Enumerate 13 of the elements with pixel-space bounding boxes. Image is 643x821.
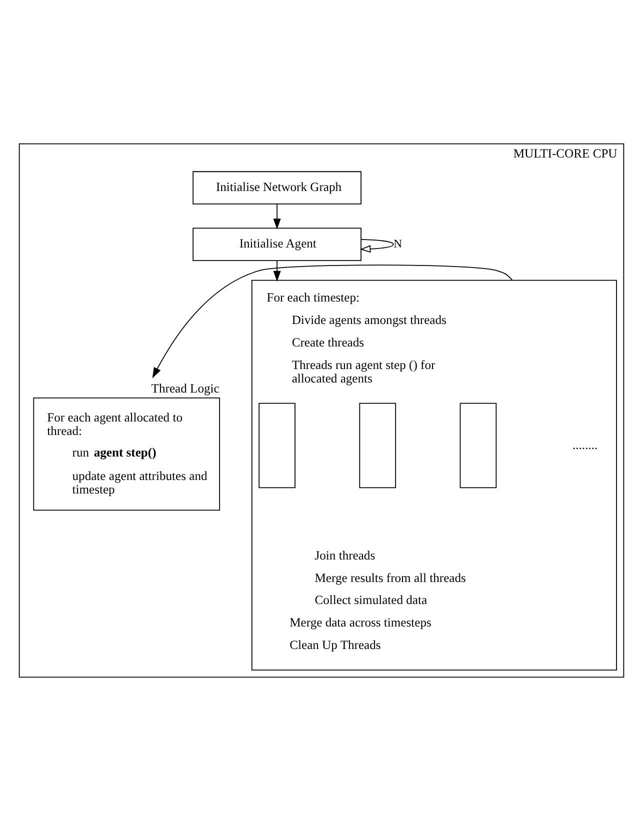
- node-label: Thread Logic: [151, 382, 220, 396]
- arrow: [273, 260, 281, 282]
- edge-label: N: [394, 237, 402, 250]
- node-box: [359, 402, 396, 488]
- node-box: [258, 402, 296, 488]
- arrow: [152, 264, 513, 378]
- node-box: For each agent allocated to thread: run agent step() update agent attributes and timestep: [33, 397, 220, 511]
- cluster: For each timestep: Divide agents amongst threads Create threads Threads run agent step () for allocated agents Join threads Merge results from all threads Collect simulated data Merge data across timesteps Clean Up Threads ........: [251, 280, 617, 670]
- node-box: [460, 402, 497, 488]
- node-box: Initialise Network Graph: [192, 171, 362, 204]
- arrow: [273, 204, 281, 230]
- arrow: [360, 239, 394, 253]
- node-box: Initialise Agent: [192, 228, 362, 261]
